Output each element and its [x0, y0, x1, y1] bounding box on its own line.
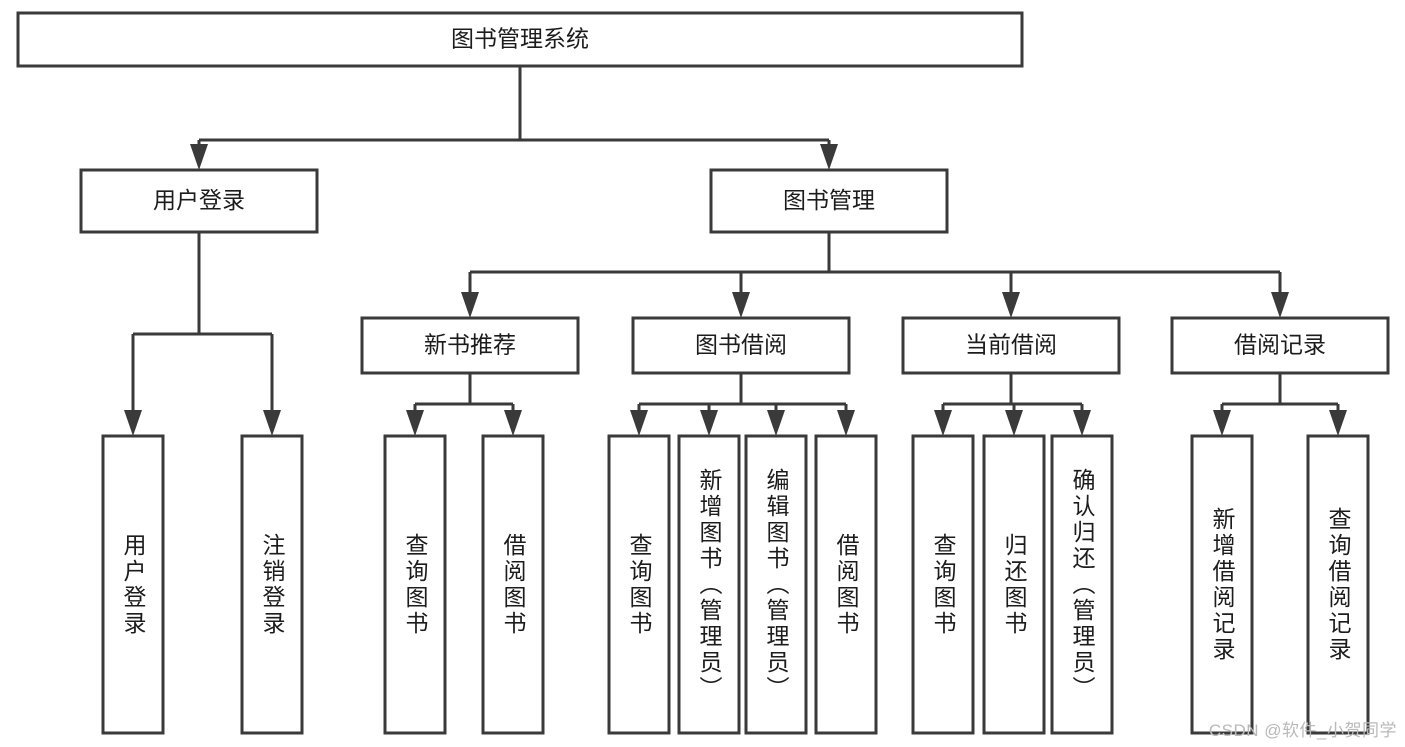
node-box-borrow-book-2[interactable]	[814, 434, 878, 735]
arrow-head-icon	[934, 410, 952, 436]
arrow-head-icon	[1329, 410, 1347, 436]
arrow-head-icon	[630, 410, 648, 436]
arrow-head-icon	[1073, 410, 1091, 436]
node-box-new-book-rec[interactable]	[360, 316, 580, 375]
arrow-head-icon	[767, 410, 785, 436]
arrow-head-icon	[504, 410, 522, 436]
watermark: CSDN @软件_小贺同学	[1208, 721, 1397, 740]
arrow-head-icon	[1002, 292, 1020, 318]
node-box-user-login-do[interactable]	[101, 434, 165, 735]
node-label-new-book-rec: 新书推荐	[424, 332, 516, 358]
arrow-head-icon	[406, 410, 424, 436]
node-box-query-book-1[interactable]	[383, 434, 447, 735]
node-label-root: 图书管理系统	[451, 26, 589, 52]
arrow-head-icon	[837, 410, 855, 436]
node-box-borrow-record[interactable]	[1170, 316, 1390, 375]
node-box-query-book-2[interactable]	[607, 434, 671, 735]
arrow-head-icon	[1271, 292, 1289, 318]
boxes-layer	[16, 11, 1390, 735]
node-box-add-book[interactable]	[677, 434, 741, 735]
node-box-book-manage[interactable]	[709, 168, 949, 234]
arrow-head-icon	[820, 144, 838, 170]
node-box-borrow-book-1[interactable]	[481, 434, 545, 735]
arrow-head-icon	[1005, 410, 1023, 436]
arrow-head-icon	[1213, 410, 1231, 436]
node-label-borrow-record: 借阅记录	[1234, 332, 1326, 358]
node-box-book-borrow[interactable]	[631, 316, 851, 375]
arrow-head-icon	[124, 410, 142, 436]
node-box-user-logout[interactable]	[240, 434, 304, 735]
node-box-return-book[interactable]	[982, 434, 1046, 735]
arrow-head-icon	[263, 410, 281, 436]
arrow-head-icon	[700, 410, 718, 436]
node-box-query-borrow-record[interactable]	[1306, 434, 1370, 735]
arrow-head-icon	[732, 292, 750, 318]
node-box-confirm-return[interactable]	[1050, 434, 1114, 735]
node-box-add-borrow-record[interactable]	[1190, 434, 1254, 735]
node-label-book-borrow: 图书借阅	[695, 332, 787, 358]
arrow-head-icon	[190, 144, 208, 170]
connectors-layer	[124, 66, 1347, 436]
node-box-query-book-3[interactable]	[911, 434, 975, 735]
node-box-edit-book[interactable]	[744, 434, 808, 735]
node-label-current-borrow: 当前借阅	[965, 332, 1057, 358]
arrow-head-icon	[461, 292, 479, 318]
node-label-book-manage: 图书管理	[783, 187, 875, 213]
node-box-current-borrow[interactable]	[901, 316, 1121, 375]
node-label-user-login: 用户登录	[153, 187, 245, 213]
node-box-user-login[interactable]	[79, 168, 319, 234]
node-box-root[interactable]	[16, 11, 1024, 68]
